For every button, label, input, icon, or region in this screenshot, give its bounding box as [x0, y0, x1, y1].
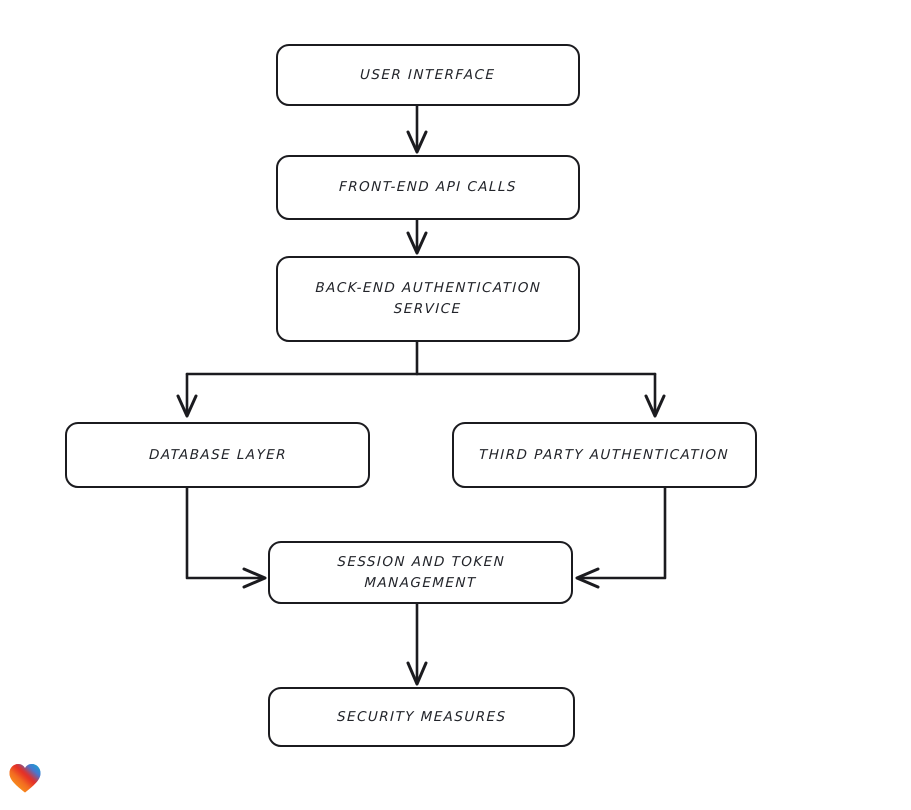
- node-front-end-api-calls[interactable]: Front-End API Calls: [276, 155, 580, 220]
- node-label: Database Layer: [148, 446, 287, 463]
- node-label: User Interface: [360, 66, 496, 83]
- node-back-end-authentication-service[interactable]: Back-End Authentication Service: [276, 256, 580, 342]
- edge-third-party-to-session: [575, 486, 667, 589]
- edge-api-to-backend: [406, 218, 428, 255]
- node-security-measures[interactable]: Security Measures: [268, 687, 575, 747]
- edge-session-to-security: [406, 602, 428, 686]
- node-label: Security Measures: [336, 708, 507, 725]
- node-label: Session and Token Management: [336, 553, 506, 591]
- heart-icon: [9, 764, 41, 793]
- edge-backend-split-bus: [185, 340, 657, 376]
- edge-database-to-session: [185, 486, 267, 589]
- edge-backend-to-third-party: [644, 372, 666, 418]
- edge-ui-to-api: [406, 104, 428, 154]
- node-label: Front-End API Calls: [338, 179, 518, 196]
- edge-backend-to-database: [176, 372, 198, 418]
- node-database-layer[interactable]: Database Layer: [65, 422, 370, 488]
- node-label: Back-End Authentication Service: [315, 280, 542, 317]
- node-session-and-token-management[interactable]: Session and Token Management: [268, 541, 573, 604]
- node-label: Third Party Authentication: [479, 446, 730, 463]
- node-user-interface[interactable]: User Interface: [276, 44, 580, 106]
- node-third-party-authentication[interactable]: Third Party Authentication: [452, 422, 757, 488]
